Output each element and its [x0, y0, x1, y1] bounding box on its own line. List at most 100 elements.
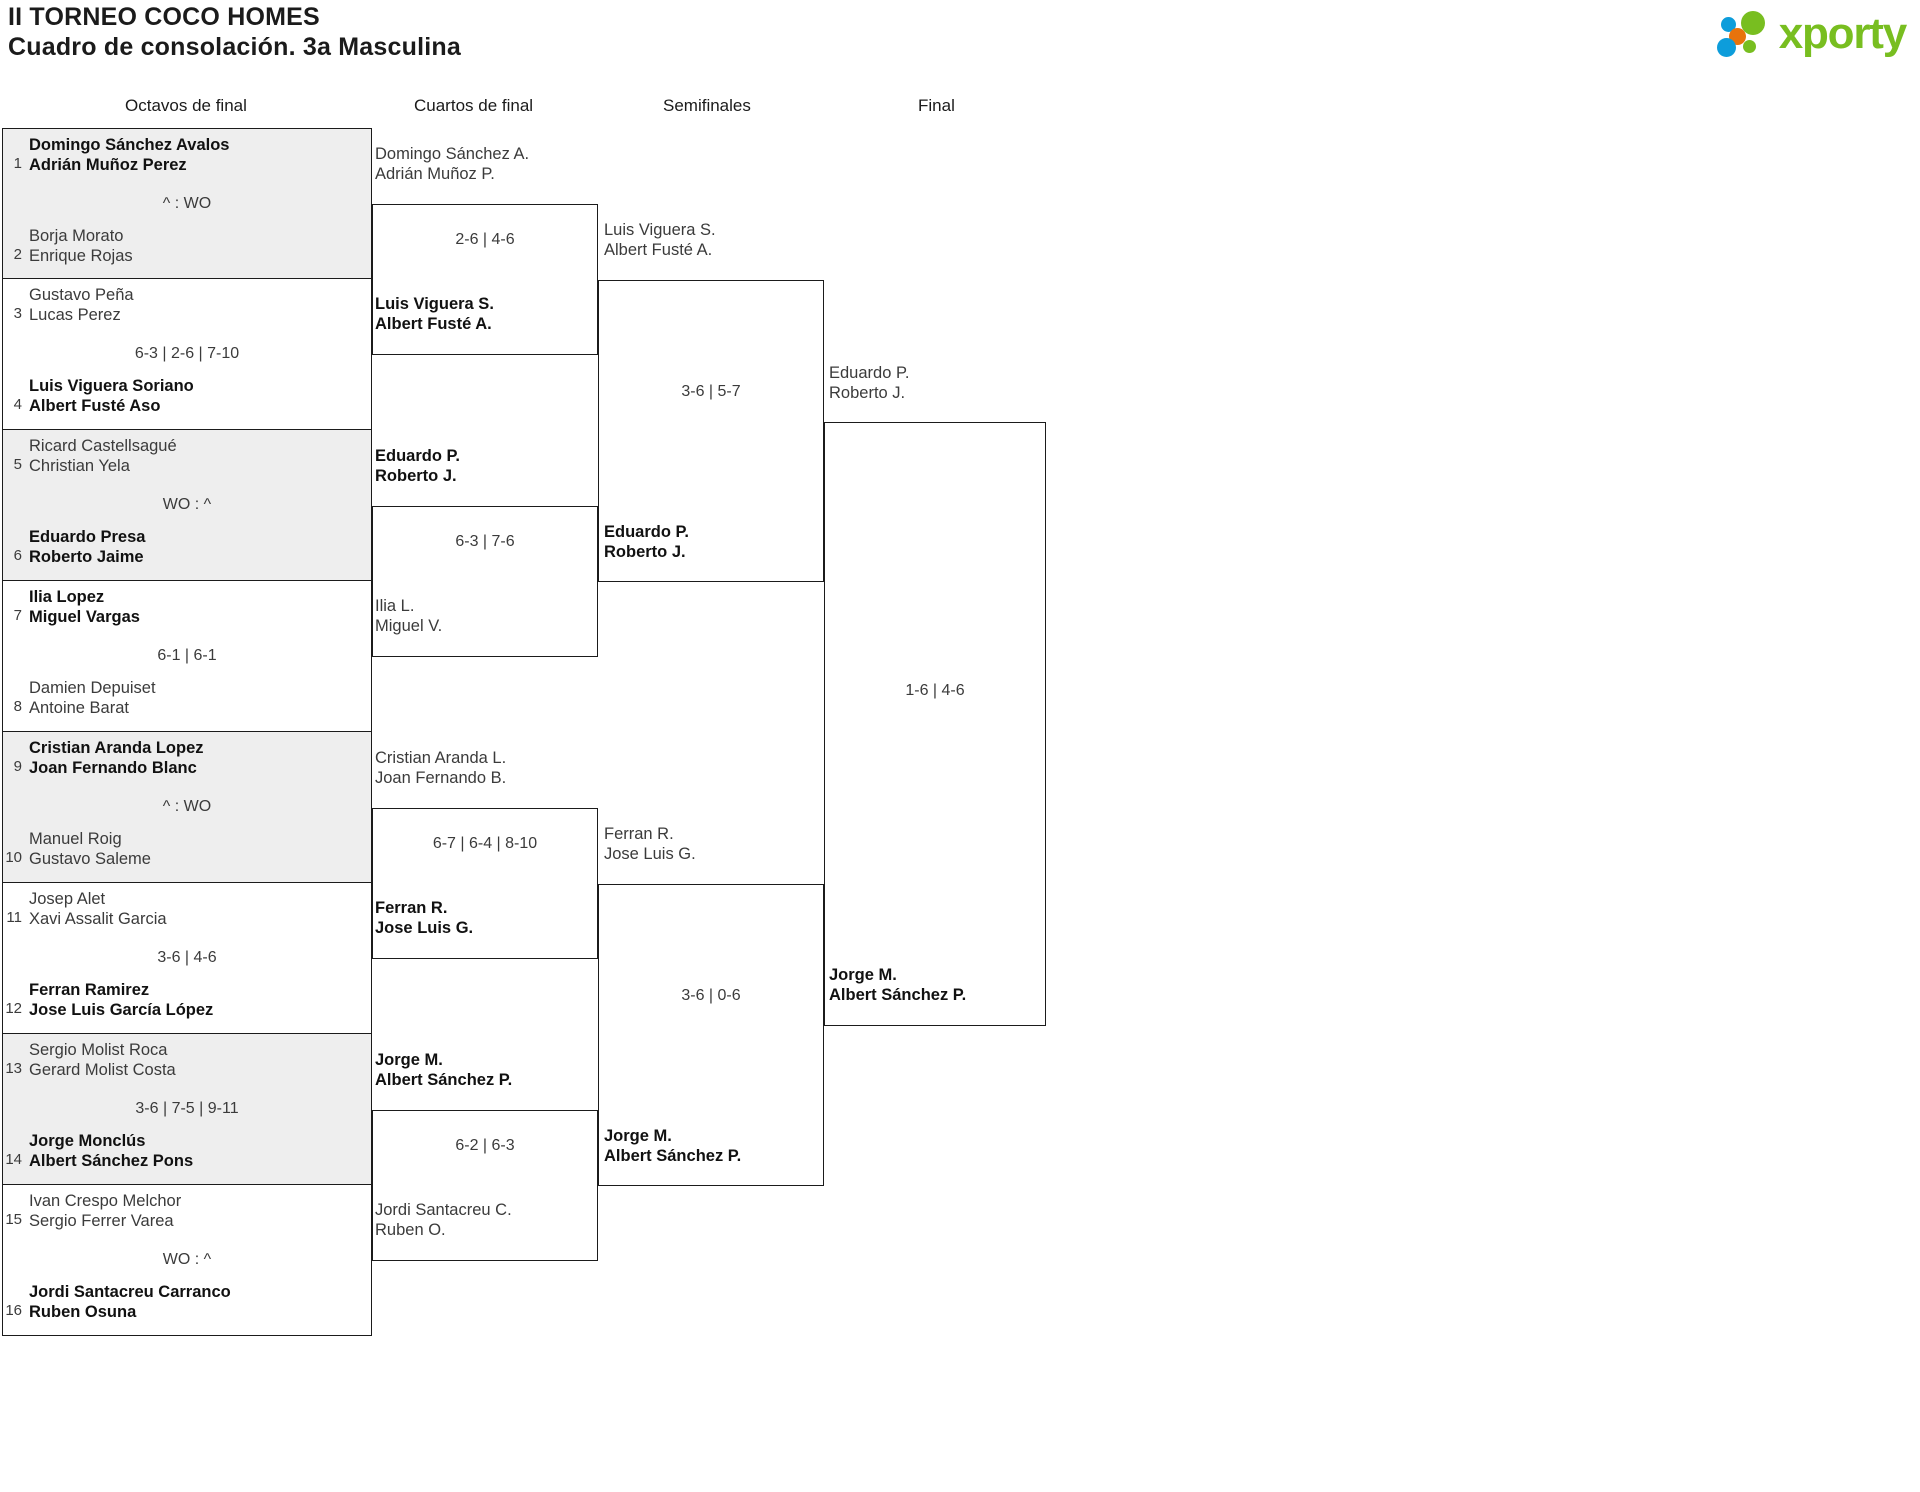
sf-match-1-team-1[interactable]: Luis Viguera S. Albert Fusté A.: [604, 221, 716, 260]
r16-match-4[interactable]: 7 Ilia Lopez Miguel Vargas 6-1 | 6-1 8 D…: [2, 581, 372, 732]
sf-match-2-team-2[interactable]: Jorge M. Albert Sánchez P.: [604, 1127, 741, 1166]
xporty-logo: xporty: [1716, 8, 1907, 60]
seed-number: 7: [13, 607, 22, 624]
r16-match-7-team-1[interactable]: 13 Sergio Molist Roca Gerard Molist Cost…: [3, 1040, 371, 1080]
final-match-team-1[interactable]: Eduardo P. Roberto J.: [829, 364, 909, 403]
r16-match-2[interactable]: 3 Gustavo Peña Lucas Perez 6-3 | 2-6 | 7…: [2, 279, 372, 430]
r16-match-3[interactable]: 5 Ricard Castellsagué Christian Yela WO …: [2, 430, 372, 581]
player-1: Eduardo Presa: [29, 528, 146, 546]
qf-match-4-team-1[interactable]: Jorge M. Albert Sánchez P.: [375, 1051, 512, 1090]
r16-match-2-score: 6-3 | 2-6 | 7-10: [134, 345, 240, 362]
r16-match-8-team-1[interactable]: 15 Ivan Crespo Melchor Sergio Ferrer Var…: [3, 1191, 371, 1231]
r16-match-3-team-2[interactable]: 6 Eduardo Presa Roberto Jaime: [3, 527, 371, 567]
team-names: Josep Alet Xavi Assalit Garcia: [29, 889, 167, 929]
player-2: Albert Sánchez P.: [604, 1146, 742, 1165]
qf-match-3-team-1[interactable]: Cristian Aranda L. Joan Fernando B.: [375, 749, 506, 788]
player-1: Ilia Lopez: [29, 588, 105, 606]
seed-number: 11: [6, 909, 22, 926]
r16-match-6-team-1[interactable]: 11 Josep Alet Xavi Assalit Garcia: [3, 889, 371, 929]
player-1: Domingo Sánchez Avalos: [29, 136, 230, 154]
logo-wordmark: xporty: [1778, 9, 1907, 58]
player-1: Jordi Santacreu Carranco: [29, 1283, 231, 1301]
r16-match-1-team-1[interactable]: 1 Domingo Sánchez Avalos Adrián Muñoz Pe…: [3, 135, 371, 175]
qf-match-4-score: 6-2 | 6-3: [455, 1137, 515, 1154]
qf-match-2-score: 6-3 | 7-6: [455, 533, 515, 550]
player-2: Adrián Muñoz P.: [375, 164, 495, 183]
seed-number: 4: [13, 396, 22, 413]
player-2: Joan Fernando Blanc: [29, 758, 197, 777]
player-2: Roberto J.: [604, 542, 686, 561]
seed-number: 9: [13, 758, 22, 775]
team-names: Ilia Lopez Miguel Vargas: [29, 587, 140, 627]
r16-match-1[interactable]: 1 Domingo Sánchez Avalos Adrián Muñoz Pe…: [2, 128, 372, 279]
player-2: Albert Fusté Aso: [29, 396, 161, 415]
player-1: Ivan Crespo Melchor: [29, 1192, 182, 1210]
seed-number: 2: [13, 246, 22, 263]
r16-match-1-team-2[interactable]: 2 Borja Morato Enrique Rojas: [3, 226, 371, 266]
r16-match-5[interactable]: 9 Cristian Aranda Lopez Joan Fernando Bl…: [2, 732, 372, 883]
player-1: Eduardo P.: [604, 523, 689, 541]
r16-match-4-team-2[interactable]: 8 Damien Depuiset Antoine Barat: [3, 678, 371, 718]
qf-match-2-team-2[interactable]: Ilia L. Miguel V.: [375, 597, 442, 636]
player-2: Ruben O.: [375, 1220, 446, 1239]
team-names: Damien Depuiset Antoine Barat: [29, 678, 156, 718]
player-2: Jose Luis G.: [604, 844, 696, 863]
r16-match-8-score: WO : ^: [162, 1251, 212, 1268]
player-2: Miguel V.: [375, 616, 443, 635]
qf-match-1-team-2[interactable]: Luis Viguera S. Albert Fusté A.: [375, 295, 494, 334]
team-names: Gustavo Peña Lucas Perez: [29, 285, 134, 325]
final-match-score: 1-6 | 4-6: [905, 682, 965, 699]
qf-match-4-team-2[interactable]: Jordi Santacreu C. Ruben O.: [375, 1201, 512, 1240]
tournament-subtitle: Cuadro de consolación. 3a Masculina: [8, 33, 461, 61]
player-2: Roberto Jaime: [29, 547, 144, 566]
qf-match-2-team-1[interactable]: Eduardo P. Roberto J.: [375, 447, 460, 486]
r16-match-7[interactable]: 13 Sergio Molist Roca Gerard Molist Cost…: [2, 1034, 372, 1185]
sf-match-1-score: 3-6 | 5-7: [681, 383, 741, 400]
final-match-team-2[interactable]: Jorge M. Albert Sánchez P.: [829, 966, 966, 1005]
round-header-final: Final: [918, 96, 955, 115]
seed-number: 10: [5, 849, 22, 866]
r16-match-5-team-1[interactable]: 9 Cristian Aranda Lopez Joan Fernando Bl…: [3, 738, 371, 778]
player-1: Manuel Roig: [29, 830, 122, 848]
team-names: Luis Viguera Soriano Albert Fusté Aso: [29, 376, 194, 416]
page-title: II TORNEO COCO HOMES Cuadro de consolaci…: [8, 2, 461, 62]
player-2: Ruben Osuna: [29, 1302, 137, 1321]
player-1: Josep Alet: [29, 890, 106, 908]
sf-match-1-team-2[interactable]: Eduardo P. Roberto J.: [604, 523, 689, 562]
tournament-name: II TORNEO COCO HOMES: [8, 3, 320, 31]
r16-match-6-team-2[interactable]: 12 Ferran Ramirez Jose Luis García López: [3, 980, 371, 1020]
r16-match-4-score: 6-1 | 6-1: [157, 647, 217, 664]
r16-match-4-team-1[interactable]: 7 Ilia Lopez Miguel Vargas: [3, 587, 371, 627]
r16-match-3-team-1[interactable]: 5 Ricard Castellsagué Christian Yela: [3, 436, 371, 476]
player-2: Jose Luis García López: [29, 1000, 214, 1019]
r16-match-7-score: 3-6 | 7-5 | 9-11: [135, 1100, 239, 1117]
seed-number: 12: [5, 1000, 22, 1017]
player-1: Domingo Sánchez A.: [375, 145, 530, 163]
final-match-connector: [824, 422, 1046, 1026]
r16-match-1-score: ^ : WO: [162, 195, 212, 212]
r16-match-2-team-1[interactable]: 3 Gustavo Peña Lucas Perez: [3, 285, 371, 325]
player-2: Christian Yela: [29, 456, 130, 475]
player-1: Jorge M.: [375, 1051, 443, 1069]
player-2: Lucas Perez: [29, 305, 121, 324]
qf-match-3-team-2[interactable]: Ferran R. Jose Luis G.: [375, 899, 473, 938]
r16-match-7-team-2[interactable]: 14 Jorge Monclús Albert Sánchez Pons: [3, 1131, 371, 1171]
qf-match-1-team-1[interactable]: Domingo Sánchez A. Adrián Muñoz P.: [375, 145, 529, 184]
r16-match-5-team-2[interactable]: 10 Manuel Roig Gustavo Saleme: [3, 829, 371, 869]
sf-match-2-team-1[interactable]: Ferran R. Jose Luis G.: [604, 825, 696, 864]
player-1: Cristian Aranda L.: [375, 749, 507, 767]
qf-match-1-score: 2-6 | 4-6: [455, 231, 515, 248]
r16-match-8-team-2[interactable]: 16 Jordi Santacreu Carranco Ruben Osuna: [3, 1282, 371, 1322]
team-names: Domingo Sánchez Avalos Adrián Muñoz Pere…: [29, 135, 229, 175]
player-2: Joan Fernando B.: [375, 768, 507, 787]
r16-match-2-team-2[interactable]: 4 Luis Viguera Soriano Albert Fusté Aso: [3, 376, 371, 416]
r16-match-6[interactable]: 11 Josep Alet Xavi Assalit Garcia 3-6 | …: [2, 883, 372, 1034]
qf-match-2-connector: [372, 506, 598, 657]
player-1: Luis Viguera S.: [604, 221, 716, 239]
sf-match-2-connector: [598, 884, 824, 1186]
round-header-cuartos: Cuartos de final: [414, 96, 534, 115]
team-names: Ferran Ramirez Jose Luis García López: [29, 980, 213, 1020]
seed-number: 14: [5, 1151, 22, 1168]
r16-match-6-score: 3-6 | 4-6: [157, 949, 217, 966]
r16-match-8[interactable]: 15 Ivan Crespo Melchor Sergio Ferrer Var…: [2, 1185, 372, 1336]
